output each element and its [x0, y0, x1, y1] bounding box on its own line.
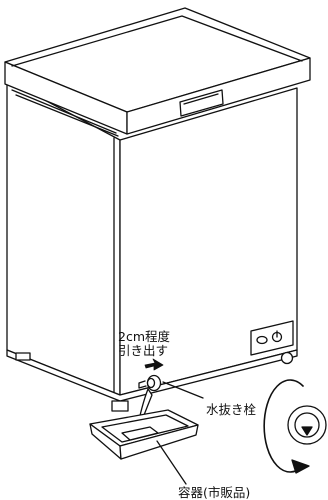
drain-plug-label: 水抜き栓: [206, 402, 257, 417]
rotation-pointer-icon: [301, 426, 313, 436]
leader-drain-plug: [162, 381, 204, 399]
feet: [15, 351, 294, 412]
pull-instruction-line2: 引き出す: [118, 343, 169, 358]
leader-container: [156, 440, 187, 485]
pull-instruction-label: 2cm程度 引き出す: [118, 330, 170, 358]
counterclockwise-arrow-icon: [291, 459, 310, 474]
container-label: 容器(市販品): [178, 485, 251, 500]
control-knob: [256, 335, 268, 345]
freezer-body: [6, 79, 298, 402]
caster-wheel: [280, 351, 294, 365]
container-tray: [89, 409, 199, 460]
control-panel: [250, 320, 294, 356]
lid-handle: [179, 89, 224, 117]
drain-plug: [138, 374, 162, 392]
rotation-indicator: [263, 379, 327, 474]
pull-instruction-line1: 2cm程度: [118, 329, 171, 344]
arrow-right-icon: [144, 358, 164, 371]
water-pool: [121, 426, 159, 441]
power-symbol-icon: [271, 330, 283, 343]
handle-recess: [183, 93, 219, 105]
